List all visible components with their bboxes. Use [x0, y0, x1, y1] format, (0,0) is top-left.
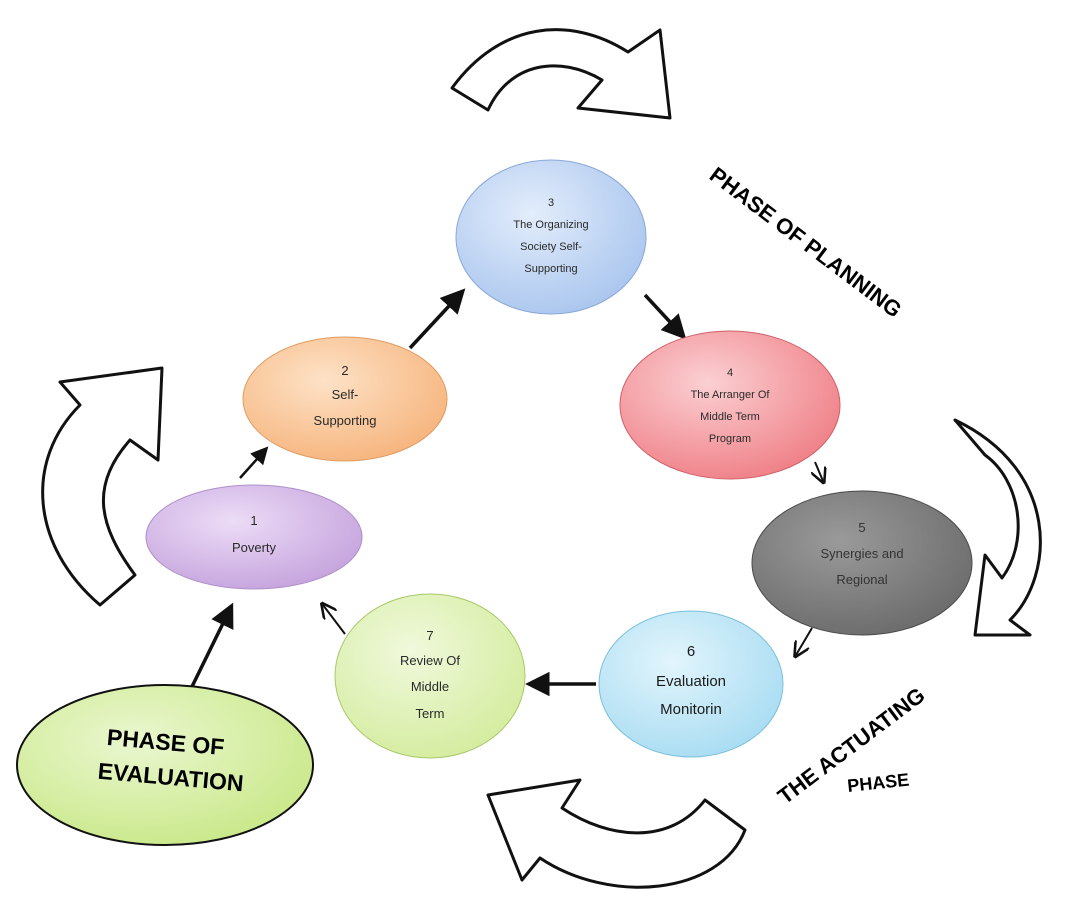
node-5-line-1: Synergies and	[820, 546, 903, 561]
phase-of-evaluation: PHASE OF EVALUATION	[16, 684, 314, 846]
arrow-3-to-4	[643, 293, 687, 340]
node-1-number: 1	[250, 513, 257, 528]
node-3-organizing-society: 3 The Organizing Society Self- Supportin…	[455, 159, 647, 315]
arrow-5-to-6	[796, 627, 813, 655]
arrow-4-to-5	[815, 461, 823, 481]
phase-of-planning-label: PHASE OF PLANNING	[705, 162, 907, 322]
node-3-number: 3	[548, 197, 554, 209]
curved-arrow-right	[953, 418, 1042, 637]
curved-arrow-left	[41, 366, 164, 607]
node-4-number: 4	[727, 367, 733, 379]
curved-arrow-top	[450, 28, 672, 120]
node-4-arranger-middle-term: 4 The Arranger Of Middle Term Program	[619, 330, 841, 480]
arrow-7-to-1	[323, 605, 346, 635]
node-4-line-3: Program	[709, 433, 751, 445]
node-4-line-2: Middle Term	[700, 411, 760, 423]
node-3-line-3: Supporting	[524, 263, 577, 275]
node-7-line-3: Term	[416, 706, 445, 721]
node-7-review-middle-term: 7 Review Of Middle Term	[334, 593, 526, 759]
node-3-line-1: The Organizing	[513, 219, 588, 231]
node-5-line-2: Regional	[836, 572, 887, 587]
node-2-number: 2	[341, 363, 348, 378]
node-6-line-2: Monitorin	[660, 701, 722, 718]
node-6-number: 6	[687, 643, 695, 660]
curved-arrow-bottom	[486, 778, 747, 889]
node-7-number: 7	[426, 628, 433, 643]
node-3-line-2: Society Self-	[520, 241, 582, 253]
node-5-number: 5	[858, 520, 865, 535]
node-6-evaluation-monitoring: 6 Evaluation Monitorin	[598, 610, 784, 758]
arrow-1-to-2	[239, 446, 269, 479]
node-6-line-1: Evaluation	[656, 673, 726, 690]
node-4-line-1: The Arranger Of	[691, 389, 771, 401]
node-7-line-2: Middle	[411, 679, 449, 694]
node-7-line-1: Review Of	[400, 653, 460, 668]
node-1-label: Poverty	[232, 540, 277, 555]
node-1-poverty: 1 Poverty	[145, 484, 363, 590]
actuating-phase-line-2: PHASE	[846, 770, 910, 796]
node-5-synergies-regional: 5 Synergies and Regional	[751, 490, 973, 636]
node-2-line-2: Supporting	[314, 413, 377, 428]
node-2-self-supporting: 2 Self- Supporting	[242, 336, 448, 462]
node-2-line-1: Self-	[332, 387, 359, 402]
arrow-2-to-3	[408, 288, 466, 350]
